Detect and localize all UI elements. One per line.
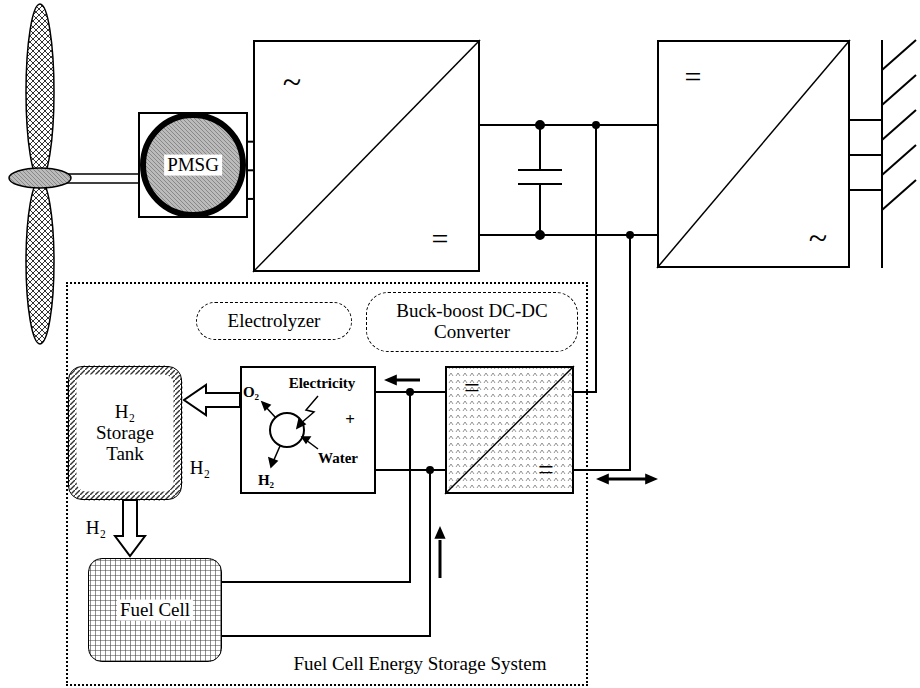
connector: [115, 500, 145, 556]
converter-diagonal: [445, 366, 574, 494]
node-text: =: [432, 222, 449, 255]
tank-wall: [72, 370, 178, 496]
generator-box: PMSG: [138, 112, 248, 218]
node-text: O₂: [243, 384, 259, 401]
connector: [184, 385, 240, 415]
node-text: +: [345, 411, 355, 430]
rectifier-box: ~=: [253, 40, 480, 272]
node-text: ~: [283, 63, 301, 100]
node-text: Fuel Cell Energy Storage System: [294, 654, 547, 675]
fuel-cell-stack: [88, 558, 222, 662]
node-text: Electrolyzer: [228, 311, 321, 332]
node-text: Electricity: [289, 375, 356, 392]
dc-link-capacitor: [518, 121, 562, 239]
electrolysis-cell: [262, 396, 318, 467]
node-text: H₂ Storage Tank: [82, 402, 168, 465]
converter-diagonal: [253, 40, 480, 272]
node-text: Water: [318, 450, 358, 467]
node-text: =: [538, 455, 554, 486]
inverter-box: =~: [657, 40, 850, 268]
connector: [222, 388, 446, 636]
grid-bus: [850, 40, 916, 268]
storage-tank: H₂ Storage Tank: [68, 366, 182, 500]
converter-diagonal: [657, 40, 850, 268]
node-text: Fuel Cell: [117, 600, 193, 621]
dc-dc-converter-box: ==: [445, 366, 574, 494]
edge-label: H₂: [188, 457, 212, 479]
component-tag: Electrolyzer: [196, 302, 352, 340]
node-text: ~: [809, 219, 827, 256]
fuel-cell-box: Fuel Cell: [88, 558, 222, 662]
node-text: =: [685, 60, 702, 93]
connector: [480, 125, 657, 235]
generator-rotor: [143, 115, 243, 215]
storage-system-region: Fuel Cell Energy Storage System Electroly…: [66, 282, 588, 686]
node-text: PMSG: [164, 155, 222, 176]
component-tag: Buck-boost DC-DC Converter: [366, 292, 578, 352]
node-text: H₂: [258, 472, 274, 489]
edge-label: H₂: [84, 517, 108, 539]
node-text: Buck-boost DC-DC Converter: [374, 301, 570, 343]
converter-fill: [445, 366, 574, 494]
electrolyzer-box: O₂ Electricity + H₂ Water: [240, 366, 376, 494]
node-text: =: [464, 373, 480, 404]
wind-turbine: [9, 4, 138, 344]
